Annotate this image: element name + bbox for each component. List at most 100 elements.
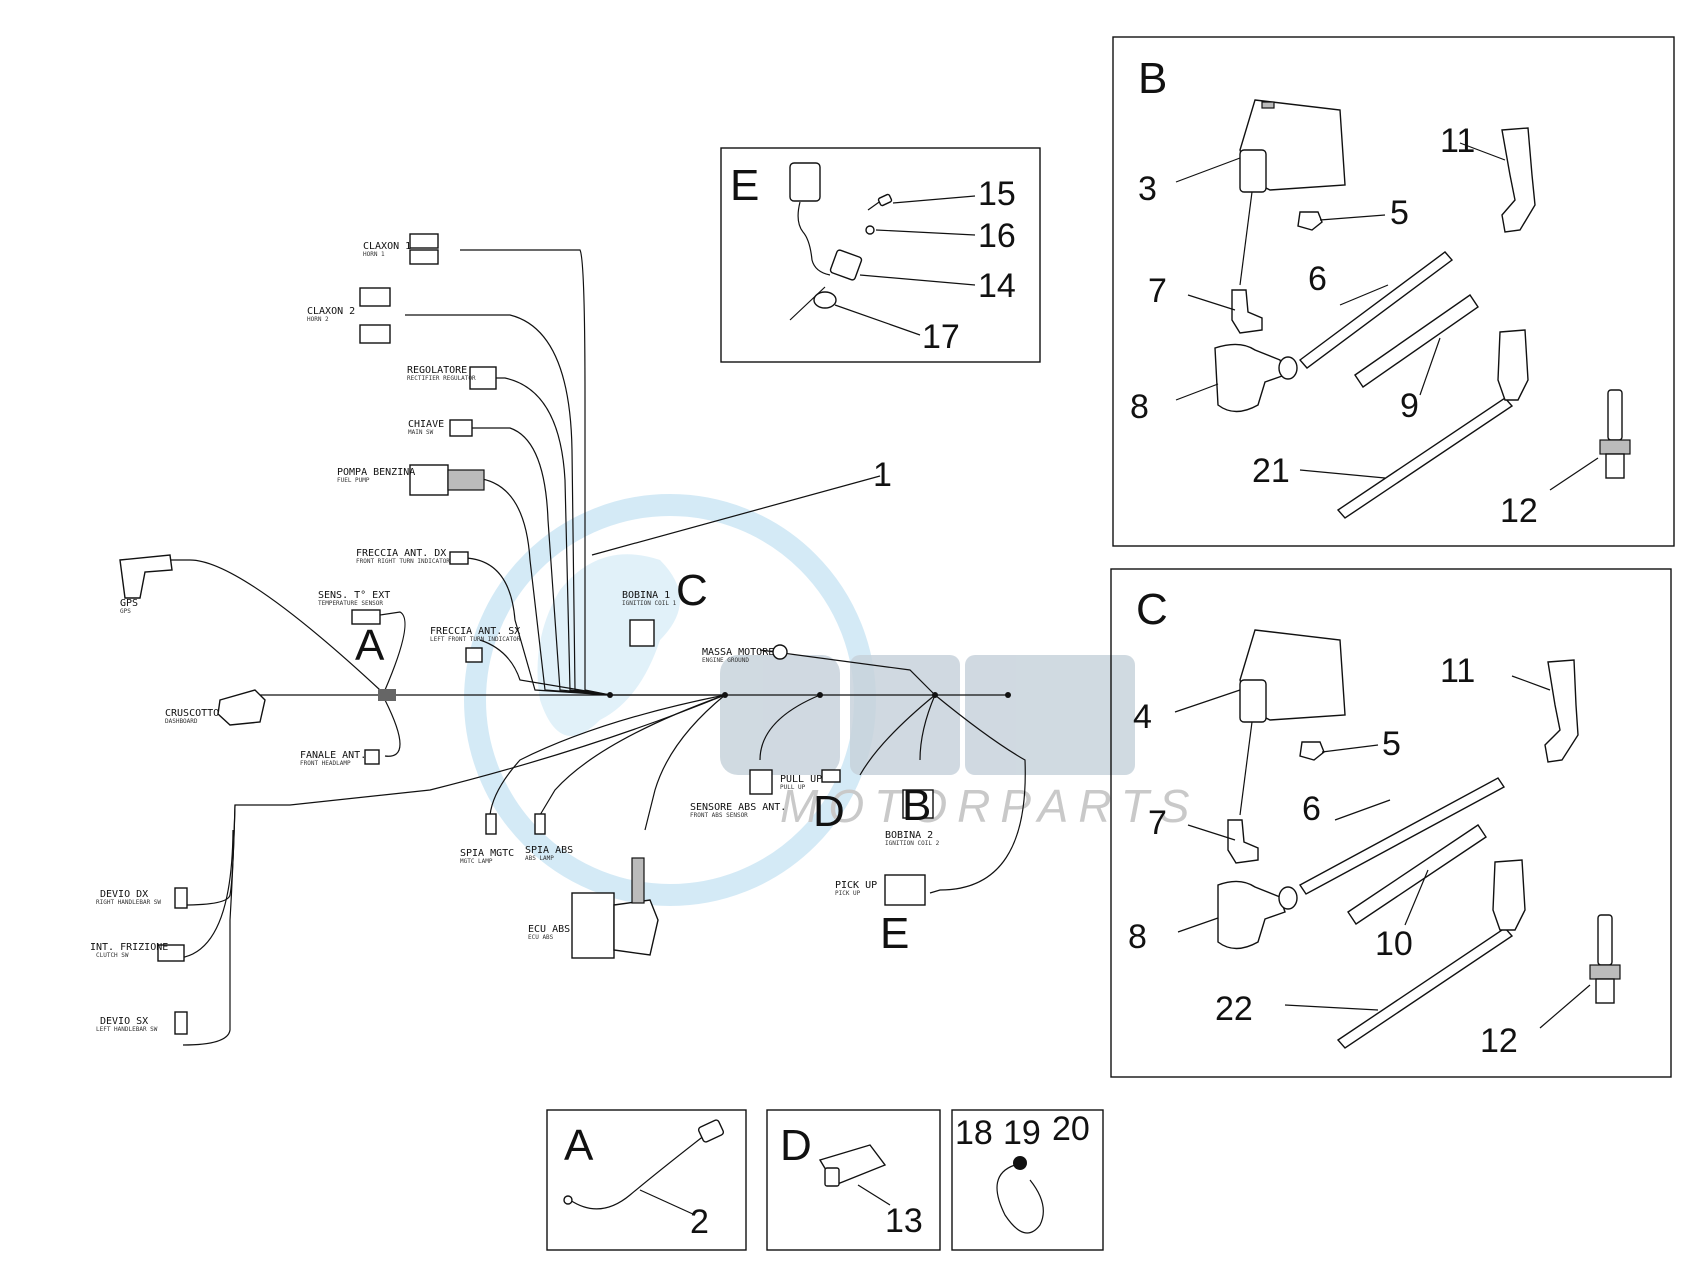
box-misc-callout-18: 18 xyxy=(955,1114,993,1152)
box-a-letter: A xyxy=(564,1121,594,1170)
connector-freccia-dx xyxy=(449,551,469,565)
connector-pompa-benzina xyxy=(409,464,485,496)
marker-letter-d: D xyxy=(813,787,845,836)
connector-fanale xyxy=(364,749,380,765)
marker-letter-a: A xyxy=(355,621,385,670)
box-c-callout-10: 10 xyxy=(1375,925,1413,963)
label-pull-up: PULL UP xyxy=(780,774,822,785)
watermark-text: MOTORPARTS xyxy=(780,780,1199,832)
label-gps: GPS xyxy=(120,598,138,609)
box-c-callout-12: 12 xyxy=(1480,1022,1518,1060)
sublabel-sens: TEMPERATURE SENSOR xyxy=(318,600,383,607)
callout-15: 15 xyxy=(978,175,1016,213)
connector-bobina-1 xyxy=(629,619,655,647)
label-spia-mgtc: SPIA MGTC xyxy=(460,848,514,859)
box-c-callout-4: 4 xyxy=(1133,698,1152,736)
sublabel-spia-abs: ABS LAMP xyxy=(525,855,554,862)
callout-16: 16 xyxy=(978,217,1016,255)
detail-box-b: B 3 5 11 xyxy=(1112,36,1675,547)
label-sensore-abs: SENSORE ABS ANT. xyxy=(690,802,786,813)
box-c-callout-7: 7 xyxy=(1148,804,1167,842)
box-c-letter: C xyxy=(1136,585,1168,634)
callout-14: 14 xyxy=(978,267,1016,305)
box-b-callout-11: 11 xyxy=(1440,122,1475,160)
connector-devio-sx xyxy=(174,1011,188,1035)
label-devio-sx: DEVIO SX xyxy=(100,1016,148,1027)
label-bobina-1: BOBINA 1 xyxy=(622,590,670,601)
box-b-callout-9: 9 xyxy=(1400,387,1419,425)
sublabel-freccia-sx: LEFT FRONT TURN INDICATOR xyxy=(430,636,521,643)
detail-box-misc: 18 19 20 xyxy=(951,1109,1104,1251)
label-pompa: POMPA BENZINA xyxy=(337,467,415,478)
sublabel-regolatore: RECTIFIER REGULATOR xyxy=(407,375,476,382)
label-cruscotto: CRUSCOTTO xyxy=(165,708,219,719)
connector-pick-up xyxy=(884,874,926,906)
label-ecu-abs: ECU ABS xyxy=(528,924,570,935)
label-spia-abs: SPIA ABS xyxy=(525,845,573,856)
marker-letter-c: C xyxy=(676,566,708,615)
sublabel-pick-up: PICK UP xyxy=(835,890,861,897)
callout-1: 1 xyxy=(873,456,892,494)
label-devio-dx: DEVIO DX xyxy=(100,889,148,900)
label-massa: MASSA MOTORE xyxy=(702,647,774,658)
label-regolatore: REGOLATORE xyxy=(407,365,467,376)
connector-regolatore xyxy=(469,366,497,390)
label-int-frizione: INT. FRIZIONE xyxy=(90,942,168,953)
label-chiave: CHIAVE xyxy=(408,419,444,430)
connector-sensore-abs xyxy=(749,769,773,795)
watermark: MOTORPARTS xyxy=(464,494,1199,906)
sublabel-claxon-1: HORN 1 xyxy=(363,251,385,258)
connector-cruscotto xyxy=(217,689,266,726)
marker-letter-e: E xyxy=(880,909,909,958)
box-b-callout-12: 12 xyxy=(1500,492,1538,530)
sublabel-cruscotto: DASHBOARD xyxy=(165,718,198,725)
sublabel-pull-up: PULL UP xyxy=(780,784,806,791)
box-b-callout-21: 21 xyxy=(1252,452,1290,490)
sublabel-spia-mgtc: MGTC LAMP xyxy=(460,858,493,865)
connector-sens-temp xyxy=(351,609,381,625)
box-b-callout-6: 6 xyxy=(1308,260,1327,298)
detail-box-a: A 2 xyxy=(546,1109,747,1251)
connector-claxon-1 xyxy=(409,233,439,265)
label-sens: SENS. T° EXT xyxy=(318,590,390,601)
sublabel-massa: ENGINE GROUND xyxy=(702,657,749,664)
sublabel-fanale: FRONT HEADLAMP xyxy=(300,760,351,767)
sublabel-devio-sx: LEFT HANDLEBAR SW xyxy=(96,1026,158,1033)
label-claxon-1: CLAXON 1 xyxy=(363,241,411,252)
harness-labels: CLAXON 1 HORN 1 CLAXON 2 HORN 2 REGOLATO… xyxy=(90,241,940,1033)
box-c-callout-5: 5 xyxy=(1382,725,1401,763)
sublabel-bobina-2: IGNITION COIL 2 xyxy=(885,840,940,847)
label-freccia-sx: FRECCIA ANT. SX xyxy=(430,626,520,637)
sensor-part-drawing xyxy=(789,162,893,321)
sublabel-bobina-1: IGNITION COIL 1 xyxy=(622,600,677,607)
connector-gps xyxy=(119,554,173,599)
marker-letter-b: B xyxy=(902,781,931,830)
label-pick-up: PICK UP xyxy=(835,880,877,891)
box-c-callout-11: 11 xyxy=(1440,652,1475,690)
connector-massa-motore xyxy=(772,644,788,660)
sublabel-ecu-abs: ECU ABS xyxy=(528,934,554,941)
sublabel-gps: GPS xyxy=(120,608,131,615)
sublabel-claxon-2: HORN 2 xyxy=(307,316,329,323)
box-b-letter: B xyxy=(1138,54,1167,103)
label-freccia-dx: FRECCIA ANT. DX xyxy=(356,548,446,559)
watermark-logo xyxy=(720,655,1135,775)
box-b-callout-5: 5 xyxy=(1390,194,1409,232)
box-a-callout-2: 2 xyxy=(690,1203,709,1241)
sublabel-int-frizione: CLUTCH SW xyxy=(96,952,129,959)
box-d-callout-13: 13 xyxy=(885,1202,923,1240)
detail-box-d: D 13 xyxy=(766,1109,941,1251)
sublabel-freccia-dx: FRONT RIGHT TURN INDICATOR xyxy=(356,558,450,565)
connector-claxon-2 xyxy=(359,287,391,344)
connector-spia-abs xyxy=(534,813,546,835)
connector-chiave xyxy=(449,419,473,437)
label-fanale: FANALE ANT. xyxy=(300,750,366,761)
box-misc-callout-19: 19 xyxy=(1003,1114,1041,1152)
sublabel-devio-dx: RIGHT HANDLEBAR SW xyxy=(96,899,161,906)
connector-freccia-sx xyxy=(465,647,483,663)
box-c-callout-8: 8 xyxy=(1128,918,1147,956)
label-claxon-2: CLAXON 2 xyxy=(307,306,355,317)
connector-ecu-abs xyxy=(571,857,659,959)
main-harness xyxy=(119,233,1026,1046)
